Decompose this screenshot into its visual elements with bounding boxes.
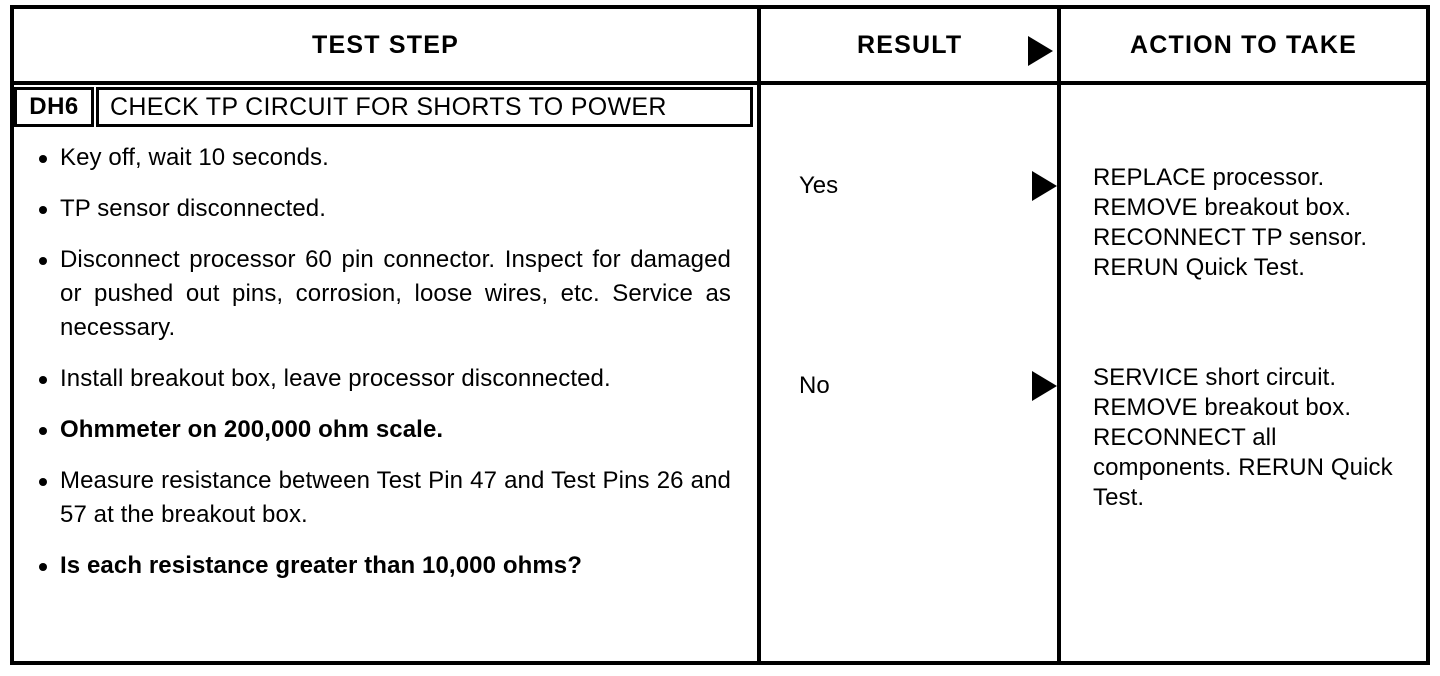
action-column: REPLACE processor. REMOVE breakout box. … [1061,85,1426,661]
list-item-text: Key off, wait 10 seconds. [60,144,329,171]
bullet-icon [39,478,47,486]
result-row-no: No [761,366,1057,406]
bullet-icon [39,376,47,384]
test-step-column: DH6 CHECK TP CIRCUIT FOR SHORTS TO POWER… [14,85,757,661]
list-item-text: Ohmmeter on 200,000 ohm scale. [60,416,444,443]
step-title: CHECK TP CIRCUIT FOR SHORTS TO POWER [96,87,753,127]
bullet-icon [39,155,47,163]
header-action-to-take: ACTION TO TAKE [1130,30,1357,59]
table-header-row: TEST STEP RESULT ACTION TO TAKE [14,9,1426,85]
bullet-icon [39,257,47,265]
header-test-step: TEST STEP [312,30,459,59]
result-label: Yes [799,172,839,199]
action-text-no: SERVICE short circuit. REMOVE breakout b… [1093,364,1393,511]
list-item: TP sensor disconnected. [14,192,753,226]
header-result: RESULT [857,30,963,59]
test-step-list: Key off, wait 10 seconds. TP sensor disc… [14,141,753,600]
bullet-icon [39,206,47,214]
list-item-text: Disconnect processor 60 pin connector. I… [60,246,731,341]
list-item: Install breakout box, leave processor di… [14,362,753,396]
step-title-strip: DH6 CHECK TP CIRCUIT FOR SHORTS TO POWER [14,87,753,127]
triangle-right-icon [1032,371,1057,401]
bullet-icon [39,427,47,435]
step-code-badge: DH6 [14,87,94,127]
list-item-text: Install breakout box, leave processor di… [60,365,611,392]
list-item: Is each resistance greater than 10,000 o… [14,549,753,583]
result-column: Yes No [761,85,1057,661]
list-item-text: Is each resistance greater than 10,000 o… [60,552,582,579]
column-divider-result [757,9,761,661]
list-item: Measure resistance between Test Pin 47 a… [14,464,753,532]
list-item: Key off, wait 10 seconds. [14,141,753,175]
list-item-text: TP sensor disconnected. [60,195,327,222]
list-item-text: Measure resistance between Test Pin 47 a… [60,467,731,528]
list-item: Disconnect processor 60 pin connector. I… [14,243,753,345]
triangle-right-icon [1032,171,1057,201]
diagnostic-table: TEST STEP RESULT ACTION TO TAKE DH6 CHEC… [10,5,1430,665]
action-text-yes: REPLACE processor. REMOVE breakout box. … [1093,164,1368,281]
column-divider-action [1057,9,1061,661]
triangle-right-icon [1028,36,1053,66]
list-item: Ohmmeter on 200,000 ohm scale. [14,413,753,447]
result-row-yes: Yes [761,166,1057,206]
result-label: No [799,372,830,399]
bullet-icon [39,563,47,571]
